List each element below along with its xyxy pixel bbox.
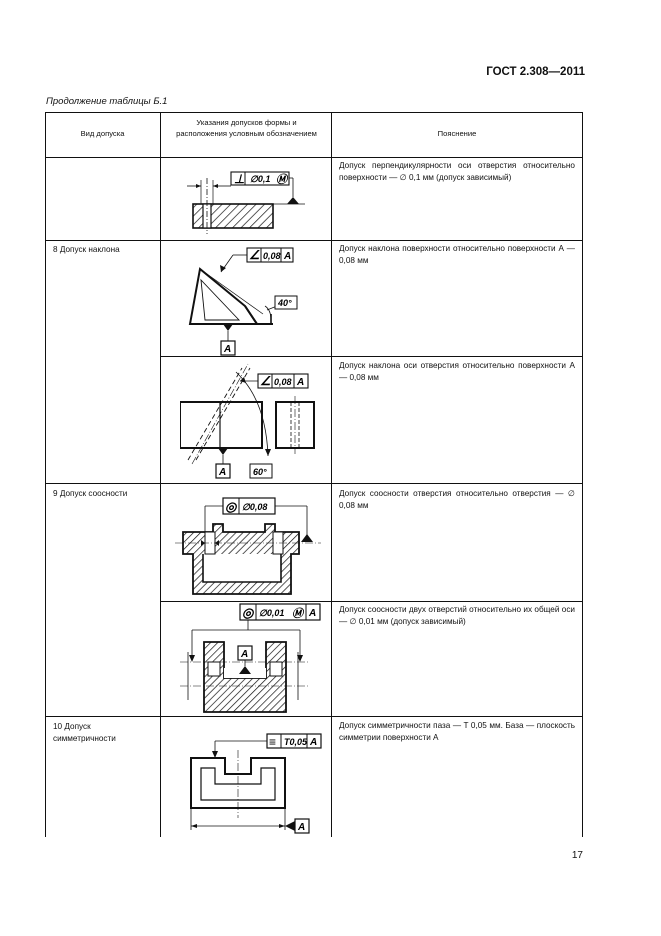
drawing-coaxiality-two: ◎ ∅0,01 Ⓜ A A (180, 603, 321, 713)
dependent-symbol: Ⓜ (292, 607, 305, 620)
explanation-coaxiality-hole: Допуск соосности отверстия относительно … (339, 489, 575, 510)
explanation-inclination-surface: Допуск наклона поверхности относительно … (339, 244, 575, 265)
explanation-perpendicularity: Допуск перпендикулярности оси отверстия … (339, 161, 575, 182)
datum-box (294, 818, 310, 834)
wedge (188, 267, 259, 325)
datum-box-letter: A (218, 467, 226, 478)
angle-symbol: ∠ (249, 248, 260, 262)
drawing-symmetry: ≡ T0,05 A A (190, 733, 322, 834)
coax-frame (239, 603, 321, 621)
explanation-coaxiality-two: Допуск соосности двух отверстий относите… (339, 605, 575, 626)
datum-letter: A (309, 737, 317, 748)
datum-triangle (218, 448, 228, 455)
side-view (180, 401, 263, 449)
explanation-symmetry: Допуск симметричности паза — T 0,05 мм. … (339, 721, 575, 742)
datum-box (220, 340, 236, 356)
table-caption: Продолжение таблицы Б.1 (46, 96, 168, 107)
tolerance-table: Вид допуска Указания допусков формы и ра… (45, 112, 583, 837)
symmetry-symbol: ≡ (269, 735, 276, 749)
drawing-inclination-axis: ∠ 0,08 A A 60° (180, 363, 315, 479)
angle-value: 40° (277, 298, 292, 308)
dependent-symbol: Ⓜ (276, 173, 289, 186)
tolerance-value: ∅0,08 (242, 502, 267, 512)
drawing-perpendicularity: ⊥ ∅0,1 Ⓜ (187, 171, 305, 234)
datum-letter: A (296, 377, 304, 388)
drawing-inclination-surface: ∠ 0,08 A 40° A (188, 247, 298, 356)
datum-triangle (223, 324, 233, 331)
coax-part-two (203, 641, 287, 713)
standard-number: ГОСТ 2.308—2011 (486, 66, 585, 78)
tolerance-value: ∅0,01 (259, 608, 284, 618)
datum-box (215, 463, 231, 479)
coaxiality-symbol: ◎ (225, 499, 238, 514)
page-number: 17 (571, 850, 583, 861)
kind-inclination: 8 Допуск наклона (53, 245, 120, 254)
tolerance-value: 0,08 (274, 377, 292, 387)
datum-box-letter: A (297, 822, 305, 833)
datum-box-letter: A (223, 344, 231, 355)
datum-triangle (239, 666, 251, 674)
perpendicular-symbol: ⊥ (234, 172, 244, 186)
datum-box-letter: A (240, 649, 248, 660)
kind-coaxiality: 9 Допуск соосности (53, 489, 128, 498)
datum-letter: A (283, 251, 291, 262)
explanation-inclination-axis: Допуск наклона оси отверстия относительн… (339, 361, 575, 382)
tolerance-value: T0,05 (284, 737, 308, 747)
datum-triangle (285, 821, 295, 831)
datum-letter: A (308, 608, 316, 619)
angle-value-box (274, 295, 298, 310)
kind-symmetry: 10 Допуск симметричности (53, 722, 116, 743)
header-kind: Вид допуска (80, 129, 125, 138)
tolerance-value: 0,08 (263, 251, 281, 261)
drawing-coaxiality-hole: ◎ ∅0,08 (175, 497, 321, 595)
coaxiality-symbol: ◎ (242, 605, 255, 620)
tolerance-value: ∅0,1 (250, 174, 270, 184)
angle-symbol: ∠ (260, 374, 271, 388)
header-explanation: Пояснение (437, 129, 477, 138)
header-symbol: Указания допусков формы и расположения у… (176, 118, 317, 138)
angle-value: 60° (253, 467, 267, 477)
datum-triangle (301, 534, 313, 542)
angle-value-box (249, 463, 273, 479)
datum-triangle (287, 197, 299, 204)
